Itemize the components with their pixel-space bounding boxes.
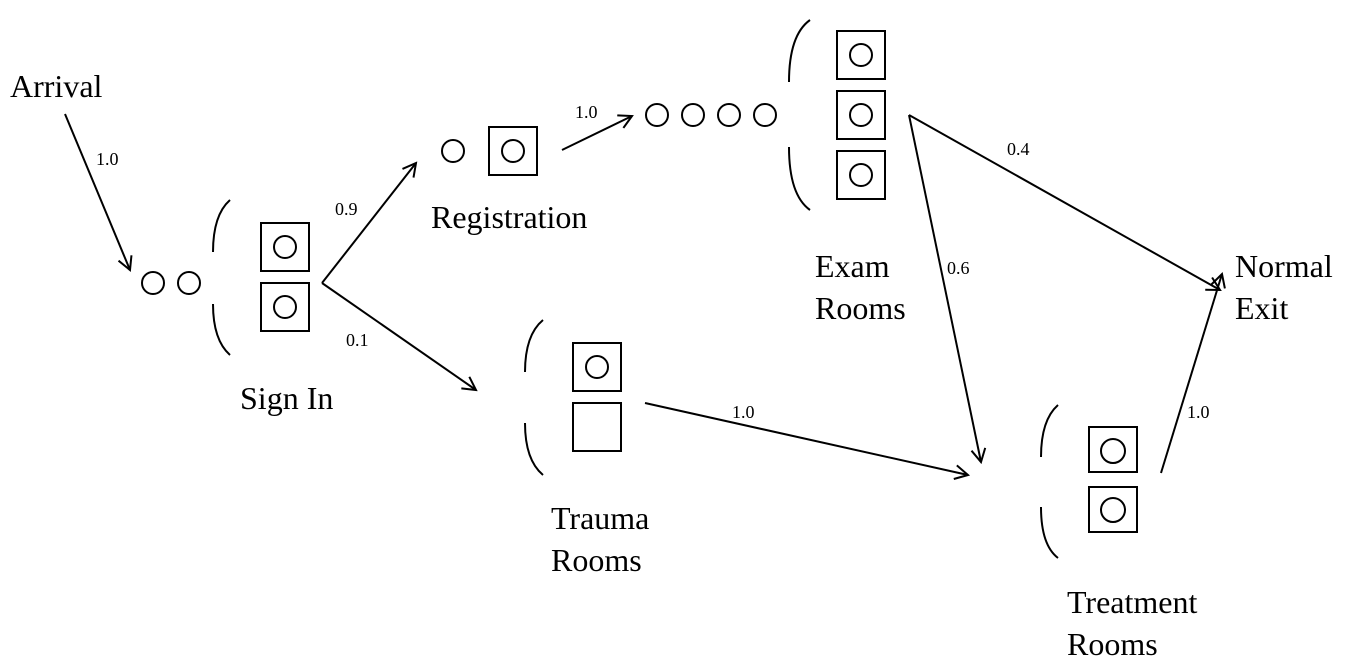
server [260,222,310,272]
bracket-bottom [1040,506,1059,559]
registration-station: Registration [431,126,587,235]
server-customer [1100,497,1126,523]
server-customer [585,355,609,379]
trauma-rooms-label-line1: Trauma [551,500,649,536]
edge-exam-treatment [908,114,981,462]
trauma-rooms-label-line2: Rooms [551,542,642,578]
registration-label: Registration [431,199,587,235]
edge-treatment-exit [1160,274,1222,474]
bracket-top [1040,404,1059,458]
server [488,126,538,176]
server [1088,426,1138,473]
server [260,282,310,332]
prob-trauma-treatment: 1.0 [732,402,755,422]
edge-signin-trauma [321,282,476,390]
trauma-rooms-station: Trauma Rooms [524,319,649,578]
bracket-bottom [524,422,544,476]
bracket-top [212,199,231,253]
server [836,90,886,140]
prob-arrival-signin: 1.0 [96,149,119,169]
bracket-bottom [212,303,231,356]
bracket-bottom [788,146,811,211]
arrival-label: Arrival [10,68,103,104]
server-customer [849,163,873,187]
edge-signin-registration [321,163,416,284]
edge-exam-exit [908,114,1220,290]
server-customer [849,103,873,127]
queue-customer [645,103,669,127]
queue-customer [753,103,777,127]
server-customer [1100,438,1126,464]
queue-customer [441,139,465,163]
treatment-rooms-label-line1: Treatment [1067,584,1197,620]
exam-rooms-label-line1: Exam [815,248,890,284]
server [1088,486,1138,533]
edge-arrival-signin [64,113,130,270]
edge-trauma-treatment [644,402,968,475]
exam-rooms-station: Exam Rooms [645,19,906,326]
server-customer [501,139,525,163]
sign-in-label: Sign In [240,380,333,416]
prob-treatment-exit: 1.0 [1187,402,1210,422]
server-customer [273,235,297,259]
normal-exit-label-line1: Normal [1235,248,1333,284]
server-idle [572,402,622,452]
queue-customer [177,271,201,295]
server-customer [849,43,873,67]
treatment-rooms-label-line2: Rooms [1067,626,1158,662]
server-customer [273,295,297,319]
prob-registration-exam: 1.0 [575,102,598,122]
server [572,342,622,392]
treatment-rooms-station: Treatment Rooms [1040,404,1197,662]
prob-exam-exit: 0.4 [1007,139,1030,159]
sign-in-station: Sign In [141,199,333,416]
queue-customer [141,271,165,295]
normal-exit-label-line2: Exit [1235,290,1288,326]
queue-customer [717,103,741,127]
exam-rooms-label-line2: Rooms [815,290,906,326]
edge-registration-exam [561,116,632,151]
server [836,30,886,80]
prob-exam-treatment: 0.6 [947,258,970,278]
queue-customer [681,103,705,127]
bracket-top [524,319,544,373]
bracket-top [788,19,811,83]
server [836,150,886,200]
prob-signin-registration: 0.9 [335,199,358,219]
prob-signin-trauma: 0.1 [346,330,369,350]
